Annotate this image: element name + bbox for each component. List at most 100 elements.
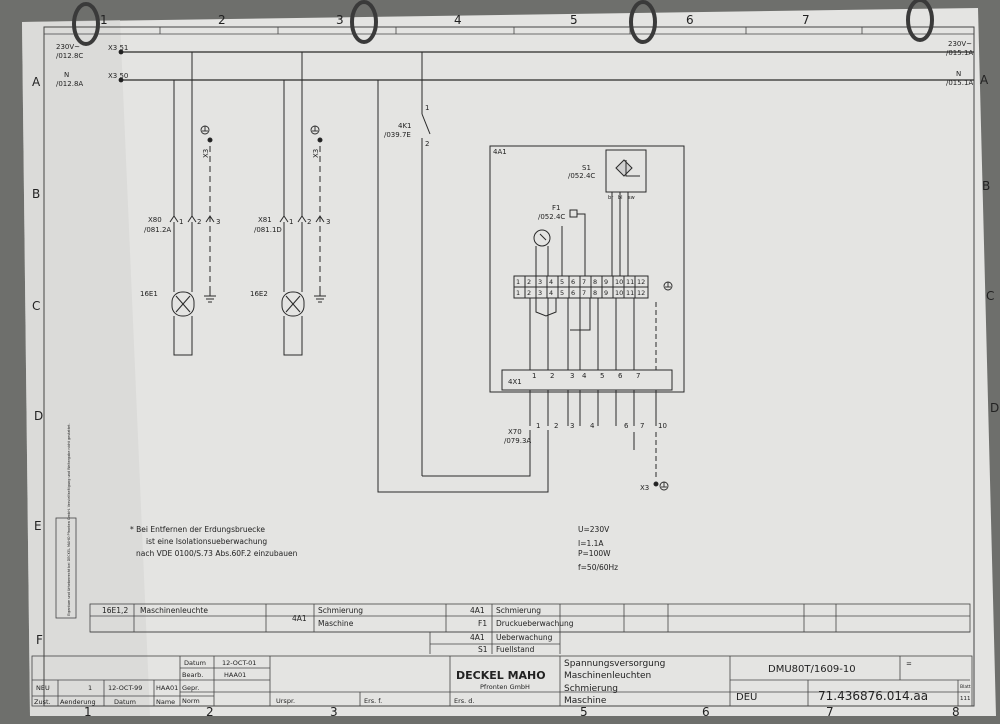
x70-pin-1: 2 <box>554 422 558 430</box>
tb-bearb-value: HAA01 <box>224 671 246 679</box>
legend-desc-4: Druckueberwachung <box>496 619 574 628</box>
col-7b: 7 <box>826 705 834 719</box>
lamp-circuit-1 <box>169 52 216 356</box>
plus-marker: = <box>906 660 912 668</box>
terminal-dot-50 <box>118 77 124 83</box>
relay-4k1 <box>377 52 549 493</box>
row-f: F <box>36 633 43 647</box>
row-a-r: A <box>980 73 989 87</box>
legend-code-5: 4A1 <box>470 633 485 642</box>
term4x1-pin-6: 7 <box>636 372 640 380</box>
sheet-number: 111 <box>960 696 971 702</box>
earth-x3-label: X3 <box>640 484 649 492</box>
paper-shadow <box>22 20 150 716</box>
block-bottom-pin-11: 12 <box>637 289 645 297</box>
x70-pin-0: 1 <box>536 422 540 430</box>
rating-voltage: U=230V <box>578 525 610 534</box>
rail-230v-right-ref: /015.1A <box>946 49 973 57</box>
note-line-1: * Bei Entfernen der Erdungsbruecke <box>130 525 265 534</box>
relay-4k1-labels: 4K1 /039.7E 1 2 <box>384 104 429 148</box>
rail-230v-left-ref: /012.8C <box>56 52 83 60</box>
x70-pin-2: 3 <box>570 422 574 430</box>
col-1b: 1 <box>84 705 92 719</box>
row-d: D <box>34 409 43 423</box>
legend-code-2: 4A1 <box>292 614 307 623</box>
tb-bearb-label: Bearb. <box>182 671 203 679</box>
relay-pin2: 2 <box>425 140 429 148</box>
side-note: Eigentum und Urheberrecht bei DECKEL MAH… <box>67 423 71 616</box>
language-code: DEU <box>736 692 757 703</box>
tb-col-aenderung: Aenderung <box>60 698 96 706</box>
tb-col-name: Name <box>156 698 175 706</box>
tb-rev-by: HAA01 <box>156 684 178 692</box>
row-a: A <box>32 75 41 89</box>
relay-pin1: 1 <box>425 104 429 112</box>
col-8b: 8 <box>952 705 960 719</box>
block-bottom-pin-9: 10 <box>615 289 623 297</box>
block-bottom-pin-10: 11 <box>626 289 634 297</box>
connector-x70 <box>529 390 659 487</box>
unit-4a1 <box>489 145 685 393</box>
lamp-16e1-terminal: X3 <box>202 149 210 158</box>
title-block-lines <box>31 655 973 707</box>
block-top-pin-5: 6 <box>571 278 575 286</box>
term4x1-pin-3: 4 <box>582 372 587 380</box>
terminal-dot-51 <box>118 49 124 55</box>
plug-x81-ref: /081.1D <box>254 226 282 234</box>
rail-n-left-ref: /012.8A <box>56 80 83 88</box>
row-b: B <box>32 187 40 201</box>
earth-x3-symbol <box>659 481 669 491</box>
legend-code-4: F1 <box>478 619 487 628</box>
tb-date-value: 12-OCT-01 <box>222 659 256 667</box>
block-top-pin-2: 3 <box>538 278 542 286</box>
ring-1 <box>72 2 100 46</box>
block-bottom-pin-1: 2 <box>527 289 531 297</box>
lamp-16e2-label: 16E2 <box>250 290 268 298</box>
col-6b: 6 <box>702 705 710 719</box>
row-e: E <box>34 519 42 533</box>
block-top-pin-3: 4 <box>549 278 553 286</box>
x70-pin-5: 7 <box>640 422 644 430</box>
lamp-16e2-terminal: X3 <box>312 149 320 158</box>
rail-n-left: N <box>64 71 69 79</box>
switch-pin-bl: bl <box>618 195 623 201</box>
terminal-4x1 <box>501 369 673 391</box>
rail-230v-term: X3 51 <box>108 44 128 52</box>
ring-2 <box>350 0 378 44</box>
block-bottom-pin-3: 4 <box>549 289 553 297</box>
switch-name: S1 <box>582 164 591 172</box>
rating-power: P=100W <box>578 549 611 558</box>
plug-x80-pin1: 1 <box>179 218 183 226</box>
sheet-label: Blatt <box>960 684 971 690</box>
lamp-circuit-2-earth-symbol <box>310 125 320 135</box>
block-bottom-pin-6: 7 <box>582 289 586 297</box>
title-line-3: Schmierung <box>564 684 618 694</box>
drawing-title: Spannungsversorgung Maschinenleuchten Sc… <box>564 659 665 706</box>
plug-x81-pin2: 2 <box>307 218 311 226</box>
relay-name: 4K1 <box>398 122 412 130</box>
rail-230v-right: 230V~ <box>948 40 972 48</box>
machine-type: DMU80T/1609-10 <box>768 664 856 675</box>
block-bottom-pin-7: 8 <box>593 289 597 297</box>
plug-x80-ref: /081.2A <box>144 226 171 234</box>
block-top-pin-6: 7 <box>582 278 586 286</box>
block-bottom-pin-5: 6 <box>571 289 575 297</box>
tb-ers-d: Ers. d. <box>454 697 475 705</box>
tb-col-zust: Zust. <box>34 698 51 706</box>
block-bottom-pin-8: 9 <box>604 289 608 297</box>
legend-labels: 16E1,2 Maschinenleuchte 4A1 Schmierung M… <box>102 606 574 654</box>
tb-rev-no: 1 <box>88 684 92 692</box>
plug-x81-pin3: 3 <box>326 218 330 226</box>
ratings: U=230V I=1.1A P=100W f=50/60Hz <box>578 525 618 572</box>
drawing-number: 71.436876.014.aa <box>818 689 928 703</box>
unit-name: 4A1 <box>493 148 507 156</box>
title-line-4: Maschine <box>564 696 607 706</box>
side-note-box <box>55 517 77 619</box>
column-ticks <box>159 27 863 34</box>
rail-n-right-ref: /015.1A <box>946 79 973 87</box>
rail-n-right: N <box>956 70 961 78</box>
